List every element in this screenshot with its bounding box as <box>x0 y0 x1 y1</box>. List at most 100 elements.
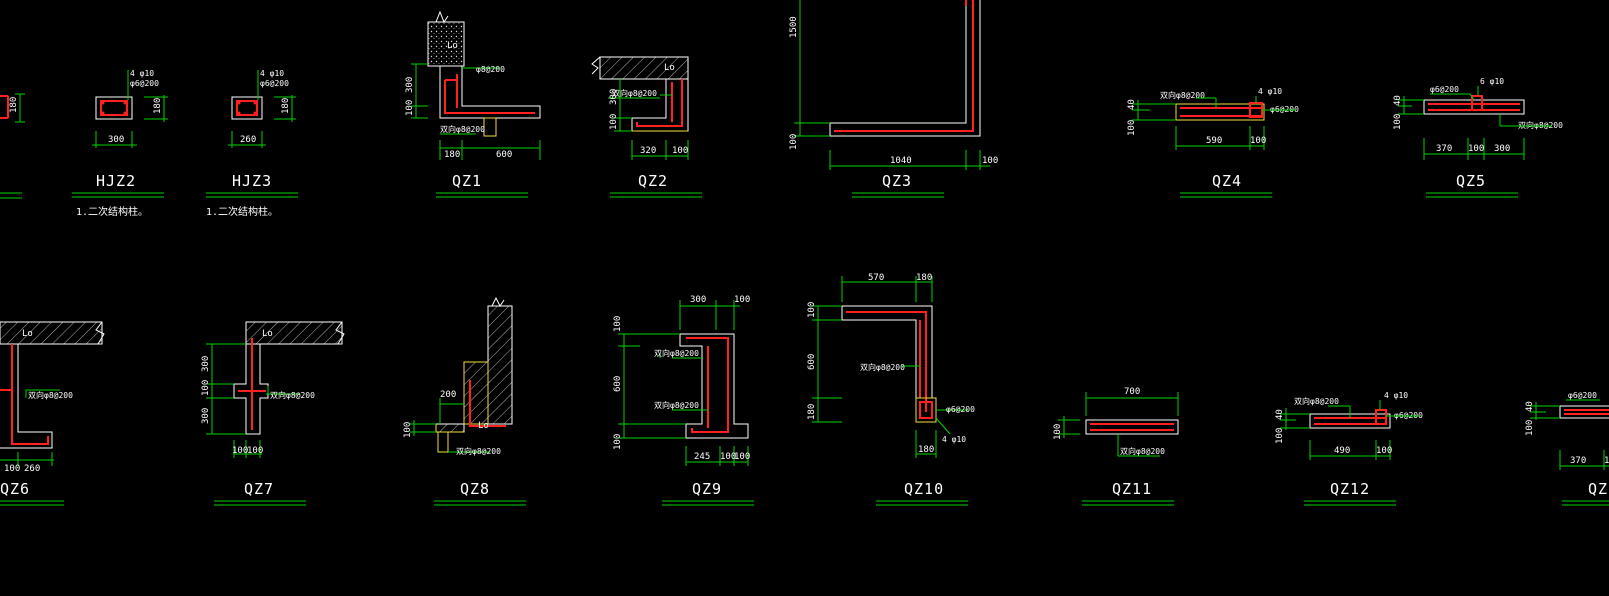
rebar-label: 双向φ8@200 <box>270 390 315 400</box>
rebar-label: 双向φ8@200 <box>456 446 501 456</box>
rebar-label: φ8@200 <box>476 65 505 74</box>
dim-label: 180 <box>9 97 19 113</box>
rebar-label: 4 φ10 <box>260 69 284 78</box>
section-qz11: 700 100 双向φ8@200 QZ11 <box>1053 387 1179 506</box>
dim-label: 100 <box>405 100 415 116</box>
rebar-label: 6 φ10 <box>1480 77 1504 86</box>
rebar-label: 双向φ8@200 <box>1518 120 1563 130</box>
section-note: 1.二次结构柱。 <box>76 205 148 218</box>
section-title: QZ12 <box>1330 480 1370 498</box>
section-title: QZ9 <box>692 480 722 498</box>
section-qz6: Lo 双向φ8@200 100 260 QZ6 <box>0 321 105 506</box>
dim-label: 100 <box>1468 144 1484 154</box>
dim-label: 320 <box>640 146 656 156</box>
section-qz5: φ6@200 6 φ10 双向φ8@200 40 100 370 100 300… <box>1393 77 1563 198</box>
section-title: HJZ3 <box>232 172 272 190</box>
dim-label: 600 <box>613 376 623 392</box>
section-title: QZ8 <box>460 480 490 498</box>
section-title: QZ4 <box>1212 172 1242 190</box>
rebar-label: φ6@200 <box>260 79 289 88</box>
wall-label: Lo <box>22 329 33 339</box>
dim-label: 180 <box>918 445 934 455</box>
dim-label: 300 <box>405 77 415 93</box>
dim-label: 260 <box>240 135 256 145</box>
dim-label: 570 <box>868 273 884 283</box>
section-qz4: 双向φ8@200 4 φ10 φ6@200 40 100 590 100 QZ4 <box>1127 87 1299 198</box>
dim-label: 1 <box>1604 456 1609 466</box>
dim-label: 100 <box>1127 120 1137 136</box>
section-title: QZ <box>1588 480 1608 498</box>
section-title: QZ3 <box>882 172 912 190</box>
rebar-label: 双向φ8@200 <box>612 88 657 98</box>
rebar-label: φ6@200 <box>946 405 975 414</box>
wall-label: Lo <box>478 421 489 431</box>
dim-label: 100 <box>734 452 750 462</box>
dim-label: 100 <box>1393 114 1403 130</box>
dim-label: 370 <box>1570 456 1586 466</box>
dim-label: 490 <box>1334 446 1350 456</box>
section-qz10: 双向φ8@200 φ6@200 4 φ10 570 180 100 600 18… <box>807 273 975 506</box>
dim-label: 100 <box>613 316 623 332</box>
dim-label: 1040 <box>890 156 912 166</box>
dim-label: 100 <box>1376 446 1392 456</box>
rebar-label: 双向φ8@200 <box>1294 396 1339 406</box>
rebar-label: φ6@200 <box>1568 391 1597 400</box>
dim-label: 100 <box>4 464 20 474</box>
wall-label: Lo <box>447 41 458 51</box>
section-title: QZ6 <box>0 480 30 498</box>
rebar-label: 4 φ10 <box>130 69 154 78</box>
section-qz8: Lo 200 100 双向φ8@200 QZ8 <box>403 296 526 506</box>
rebar-label: 双向φ8@200 <box>1120 446 1165 456</box>
dim-label: 300 <box>690 295 706 305</box>
rebar-label: 双向φ8@200 <box>654 348 699 358</box>
dim-label: 40 <box>1127 99 1137 110</box>
section-qz7: Lo 双向φ8@200 300 100 300 100 100 QZ7 <box>201 321 345 506</box>
rebar-label: 4 φ10 <box>942 435 966 444</box>
dim-label: 100 <box>672 146 688 156</box>
dim-label: 180 <box>444 150 460 160</box>
section-qz2: Lo 双向φ8@200 300 100 320 100 QZ2 <box>591 56 702 198</box>
dim-label: 100 <box>734 295 750 305</box>
section-qz-partial-right: φ6@200 40 100 370 1 QZ <box>1525 391 1609 506</box>
dim-label: 100 <box>807 302 817 318</box>
partial-section-left-top: 180 <box>0 93 25 199</box>
rebar-label: 双向φ8@200 <box>654 400 699 410</box>
dim-label: 590 <box>1206 136 1222 146</box>
dim-label: 200 <box>440 390 456 400</box>
dim-label: 100 <box>1250 136 1266 146</box>
rebar-label: 双向φ8@200 <box>440 124 485 134</box>
section-qz9: 双向φ8@200 双向φ8@200 300 100 100 600 100 24… <box>613 295 754 506</box>
dim-label: 100 <box>1053 424 1063 440</box>
dim-label: 1500 <box>789 16 799 38</box>
section-qz3: 1500 100 1040 100 QZ3 <box>789 0 998 198</box>
dim-label: 180 <box>807 404 817 420</box>
dim-label: 100 <box>1525 420 1535 436</box>
dim-label: 100 <box>1275 428 1285 444</box>
section-hjz3: 4 φ10 φ6@200 260 180 HJZ3 1.二次结构柱。 <box>206 69 298 218</box>
dim-label: 600 <box>496 150 512 160</box>
dim-label: 100 <box>247 446 263 456</box>
section-qz12: 双向φ8@200 4 φ10 φ6@200 40 100 490 100 QZ1… <box>1275 391 1423 506</box>
section-hjz2: 4 φ10 φ6@200 300 180 HJZ2 1.二次结构柱。 <box>72 69 168 218</box>
dim-label: 100 <box>201 380 211 396</box>
dim-label: 100 <box>613 434 623 450</box>
dim-label: 100 <box>232 446 248 456</box>
section-title: QZ10 <box>904 480 944 498</box>
section-title: QZ7 <box>244 480 274 498</box>
rebar-label: 双向φ8@200 <box>28 390 73 400</box>
section-title: QZ1 <box>452 172 482 190</box>
dim-label: 260 <box>24 464 40 474</box>
wall-label: Lo <box>262 329 273 339</box>
dim-label: 300 <box>201 356 211 372</box>
dim-label: 700 <box>1124 387 1140 397</box>
dim-label: 180 <box>281 98 291 114</box>
section-qz1: Lo φ8@200 双向φ8@200 300 100 180 600 QZ1 <box>405 10 541 198</box>
dim-label: 100 <box>403 422 413 438</box>
dim-label: 300 <box>609 89 619 105</box>
dim-label: 180 <box>153 98 163 114</box>
dim-label: 300 <box>201 408 211 424</box>
dim-label: 40 <box>1275 409 1285 420</box>
dim-label: 300 <box>1494 144 1510 154</box>
wall-label: Lo <box>664 63 675 73</box>
